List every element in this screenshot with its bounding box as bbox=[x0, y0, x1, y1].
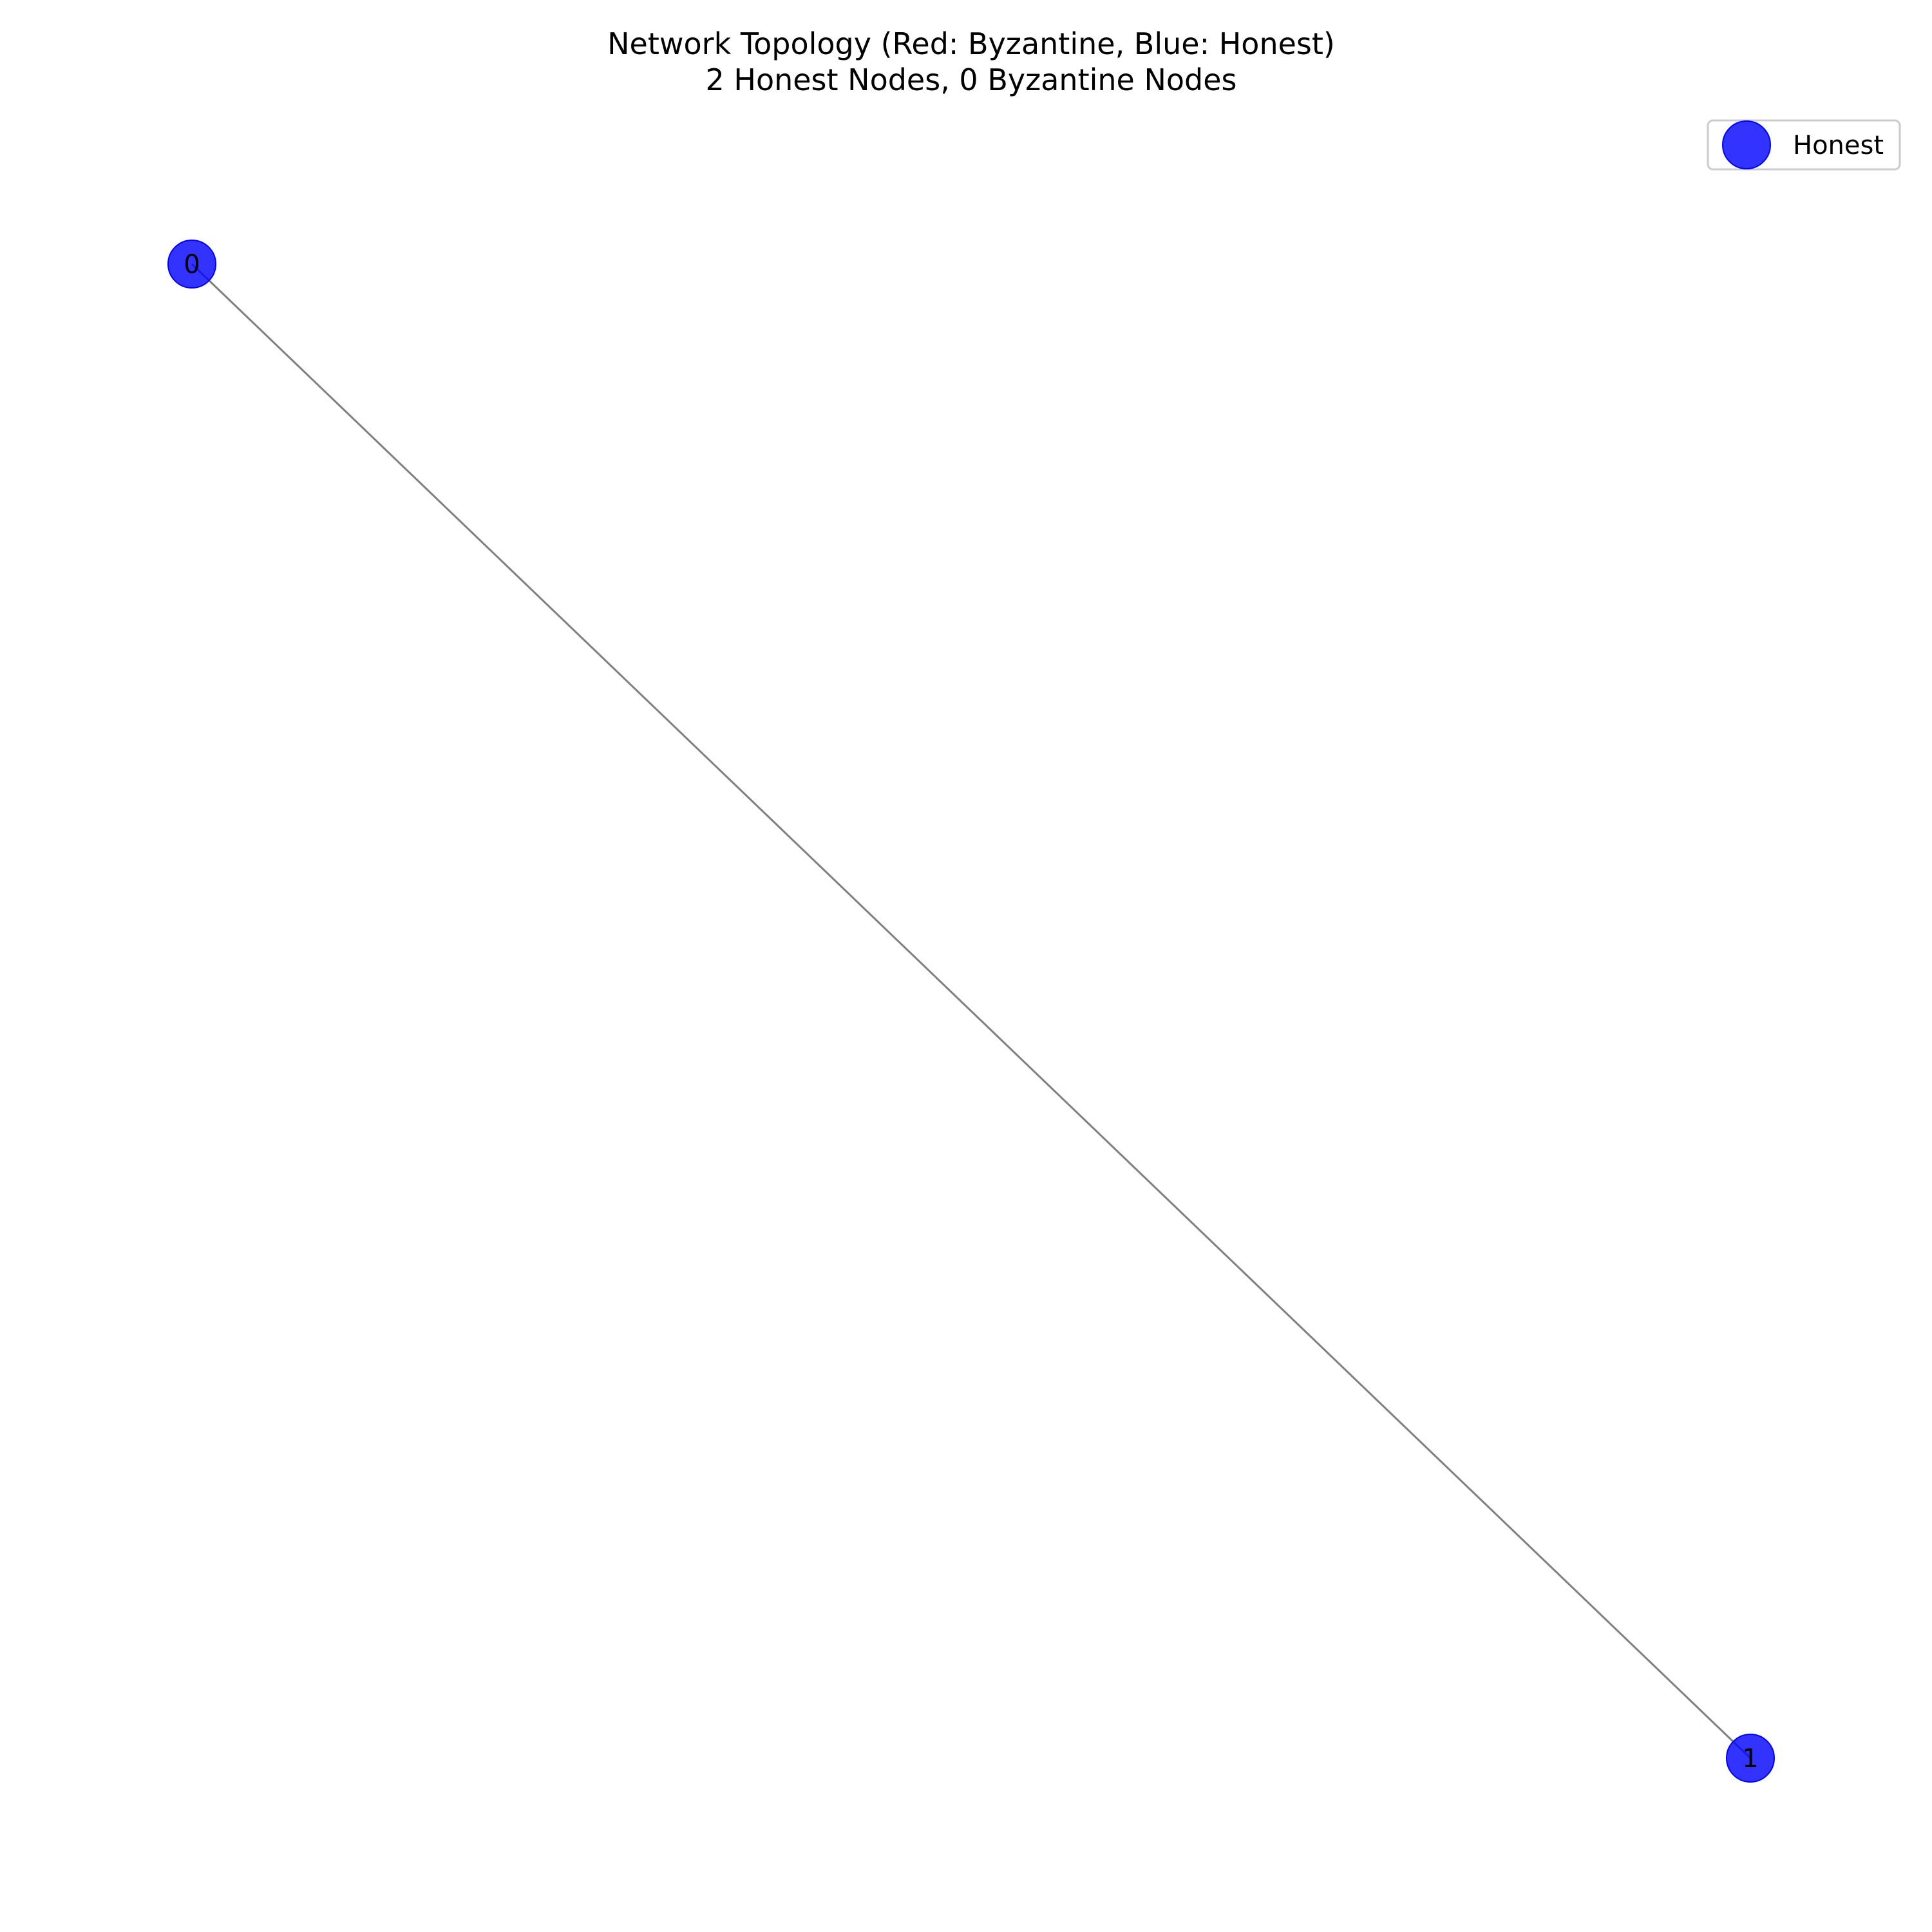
node-circle-0 bbox=[167, 240, 216, 289]
node-label-1: 1 bbox=[1742, 1744, 1758, 1774]
figure-title-line-2: 2 Honest Nodes, 0 Byzantine Nodes bbox=[705, 62, 1236, 97]
legend-entries: Honest bbox=[1722, 120, 1884, 169]
node-0: 0 bbox=[167, 240, 216, 289]
node-1: 1 bbox=[1726, 1734, 1775, 1783]
legend-label-honest: Honest bbox=[1793, 131, 1884, 160]
nodes-layer: 01 bbox=[167, 240, 1775, 1783]
figure-title-line-1: Network Topology (Red: Byzantine, Blue: … bbox=[607, 26, 1335, 61]
legend: Honest bbox=[1707, 119, 1901, 171]
node-label-0: 0 bbox=[184, 250, 200, 279]
legend-marker-honest bbox=[1722, 120, 1771, 169]
edges-layer bbox=[191, 263, 1752, 1759]
node-circle-1 bbox=[1726, 1734, 1775, 1783]
edge-0-1 bbox=[191, 263, 1752, 1759]
